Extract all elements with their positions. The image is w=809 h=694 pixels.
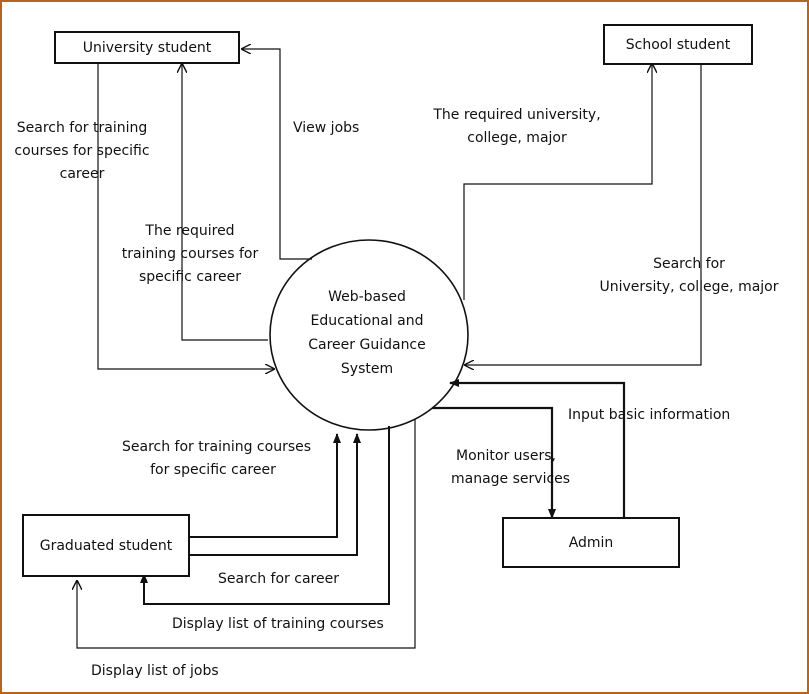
- label-grad-search-career: Search for career: [218, 571, 339, 587]
- label-admin-monitor: Monitor users, manage services: [451, 448, 571, 487]
- label-uni-search-courses: Search for training courses for specific…: [14, 120, 150, 182]
- entity-school-student: School student: [603, 24, 753, 65]
- label-view-jobs: View jobs: [293, 120, 360, 136]
- flow-admin-monitor: [432, 406, 556, 519]
- flow-grad-search-career: [190, 433, 361, 556]
- flow-grad-search-courses: [190, 433, 341, 538]
- flow-view-jobs: [242, 49, 312, 260]
- label-uni-required-courses: The required training courses for specif…: [121, 223, 259, 285]
- process-label: Web-based Educational and Career Guidanc…: [308, 289, 426, 377]
- flow-uni-search-courses: [97, 64, 274, 369]
- entity-graduated-student: Graduated student: [22, 514, 190, 577]
- entity-admin: Admin: [502, 517, 680, 568]
- label-grad-search-courses: Search for training courses for specific…: [122, 439, 312, 478]
- label-grad-display-courses: Display list of training courses: [172, 616, 384, 632]
- process-circle: [269, 239, 469, 431]
- flow-grad-display-jobs: [77, 419, 416, 649]
- label-school-required: The required university, college, major: [433, 107, 601, 146]
- flow-grad-display-courses: [140, 426, 390, 605]
- label-admin-input: Input basic information: [568, 407, 731, 423]
- label-school-search: Search for University, college, major: [599, 256, 779, 295]
- flow-school-search: [465, 64, 702, 365]
- flow-uni-required-courses: [182, 64, 268, 341]
- flow-school-required: [463, 64, 652, 300]
- entity-university-student: University student: [54, 31, 240, 64]
- flow-admin-input: [449, 379, 626, 518]
- label-grad-display-jobs: Display list of jobs: [91, 663, 219, 679]
